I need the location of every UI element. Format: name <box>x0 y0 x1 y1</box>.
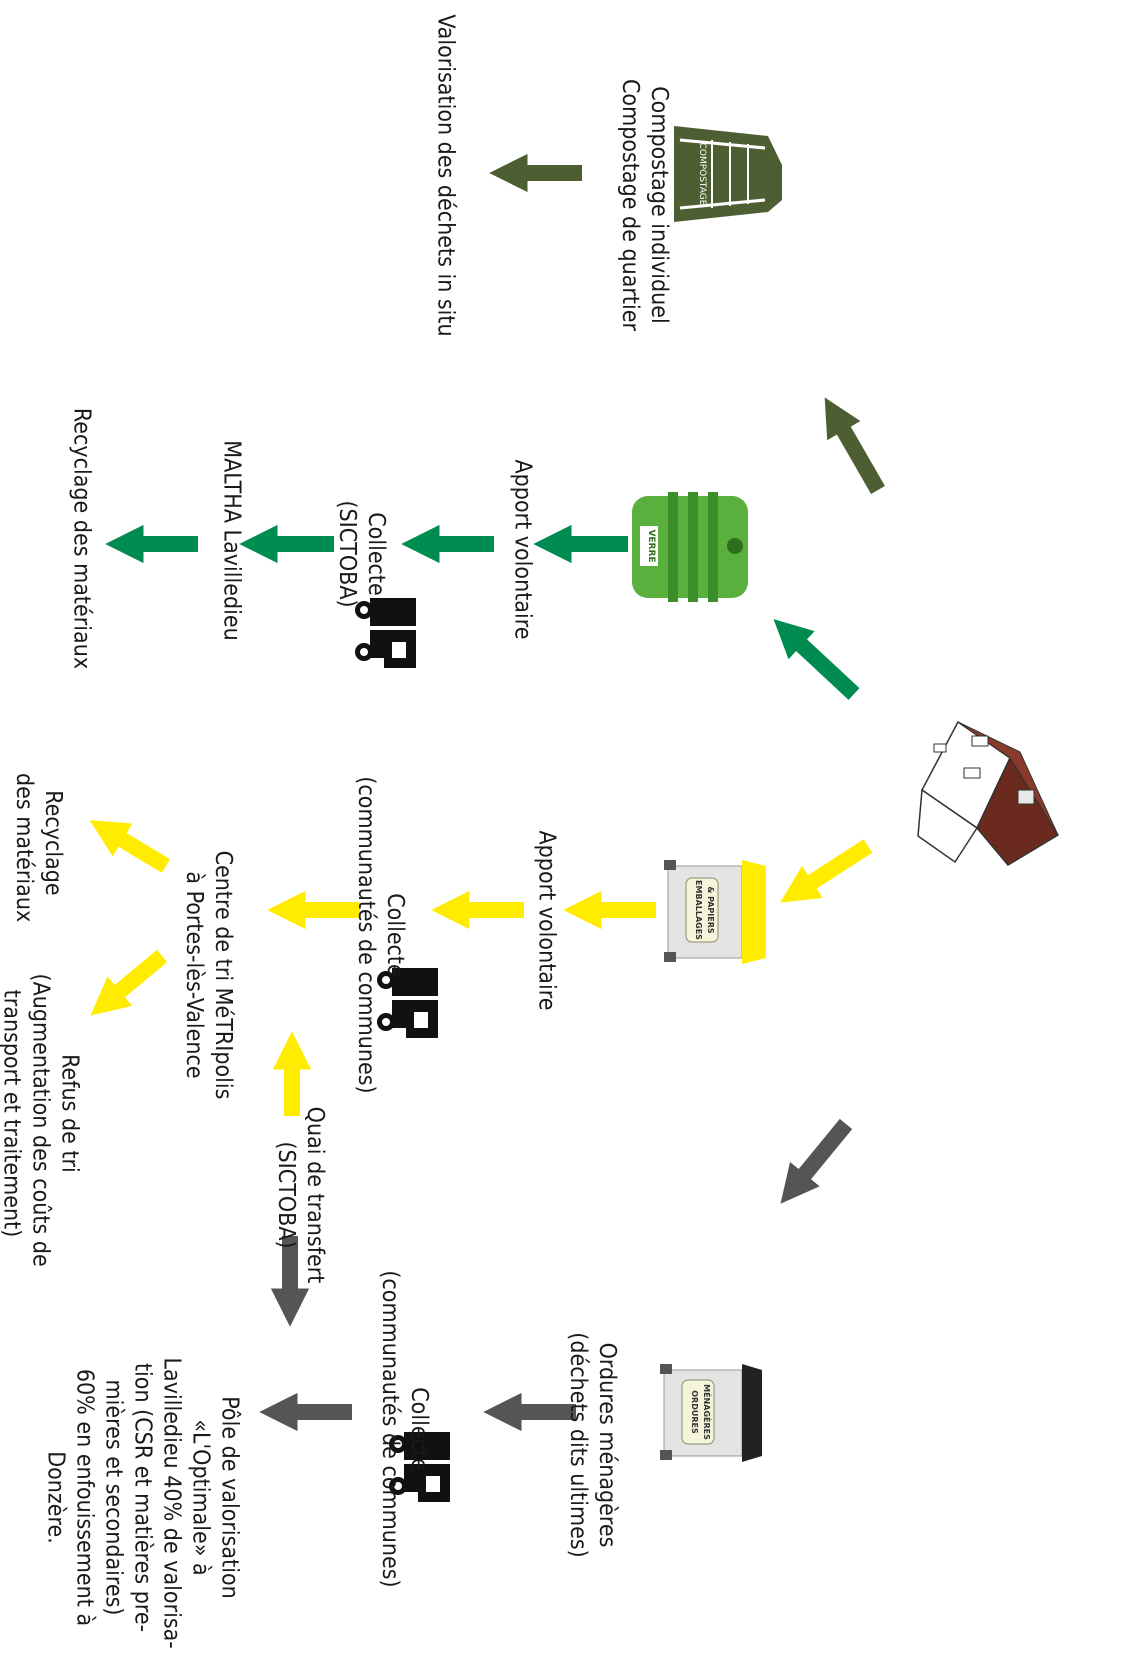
packaging-refuse: Refus de tri (Augmentation des coûts de … <box>0 973 83 1267</box>
household-pole: Pôle de valorisation «L'Optimale» à Lavi… <box>42 1357 243 1649</box>
household-bin-label-1: ORDURES <box>690 1390 699 1434</box>
glass-bin-icon: VERRE <box>632 492 748 602</box>
compost-result: Valorisation des déchets in situ <box>432 14 459 337</box>
arrow-house-to-glass <box>773 619 860 700</box>
compost-title: Compostage individuel Compostage de quar… <box>617 78 672 332</box>
arrow-packaging-refuse <box>90 949 168 1016</box>
household-bin-label-2: MÉNAGÈRES <box>702 1384 713 1440</box>
arrow-packaging-recycle <box>89 820 171 873</box>
packaging-step-1: Apport volontaire <box>533 830 560 1011</box>
glass-bin-label: VERRE <box>646 529 656 562</box>
arrow-house-to-packaging <box>780 839 873 903</box>
packaging-bin-label-2: & PAPIERS <box>706 886 715 934</box>
household-bin-icon: ORDURES MÉNAGÈRES <box>660 1364 762 1462</box>
packaging-recycle: Recyclage des matériaux <box>11 773 66 923</box>
glass-step-1: Apport volontaire <box>509 459 536 640</box>
packaging-step-2: Collecte (communautés de communes) <box>353 776 408 1094</box>
packaging-step-3: Centre de tri MéTRIpolis à Portes-lès-Va… <box>181 850 236 1100</box>
compost-bin-label: COMPOSTAGE <box>697 143 707 206</box>
glass-step-4: Recyclage des matériaux <box>68 407 95 670</box>
transfer-dock: Quai de transfert (SICTOBA) <box>273 1106 328 1284</box>
compost-bin-icon: COMPOSTAGE <box>674 126 782 222</box>
packaging-bin-label-1: EMBALLAGES <box>694 880 703 940</box>
household-step-2: Collecte (communautés de communes) <box>377 1270 432 1588</box>
household-title: Ordures ménagères (déchets dits ultimes) <box>565 1332 620 1558</box>
glass-step-2: Collecte (SICTOBA) <box>334 500 389 608</box>
glass-step-3: MALTHA Lavilledieu <box>218 440 245 641</box>
packaging-bin-icon: EMBALLAGES & PAPIERS <box>664 860 766 964</box>
arrow-house-to-household <box>780 1118 853 1204</box>
house-icon <box>917 720 1060 866</box>
arrow-house-to-compost <box>824 397 885 494</box>
